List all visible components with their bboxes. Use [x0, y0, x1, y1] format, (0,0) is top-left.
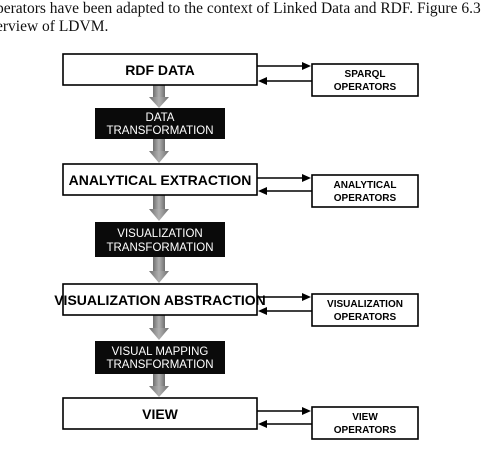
caption-line-2: erview of LDVM. — [0, 18, 109, 35]
connector-arrow — [149, 195, 169, 283]
operator-label-line-2: OPERATORS — [334, 82, 397, 93]
transform-data: DATA TRANSFORMATION — [95, 108, 225, 139]
caption-line-1: perators have been adapted to the contex… — [0, 0, 481, 17]
operator-label-line-2: OPERATORS — [334, 312, 397, 323]
operator-label-line-1: VIEW — [352, 412, 378, 423]
operator-label-line-1: SPARQL — [345, 69, 386, 80]
operator-sparql: SPARQL OPERATORS — [311, 63, 419, 97]
operator-label-line-1: VISUALIZATION — [327, 299, 403, 310]
stage-label: RDF DATA — [125, 62, 194, 78]
stage-rdf-data: RDF DATA — [62, 53, 258, 86]
stage-label: VIEW — [142, 406, 179, 422]
operator-label-line-2: OPERATORS — [334, 425, 397, 436]
operator-label-line-2: OPERATORS — [334, 193, 397, 204]
connectors — [149, 85, 169, 397]
stage-label: ANALYTICAL EXTRACTION — [69, 172, 252, 188]
operator-view: VIEW OPERATORS — [311, 406, 419, 440]
transform-visual-mapping: VISUAL MAPPING TRANSFORMATION — [95, 341, 225, 374]
transform-label-line-1: VISUAL MAPPING — [112, 346, 209, 358]
exchange-arrows — [257, 174, 312, 195]
exchange-arrows — [257, 407, 312, 428]
operator-analytical: ANALYTICAL OPERATORS — [311, 174, 419, 208]
exchange-arrows — [257, 62, 312, 85]
transform-visualization: VISUALIZATION TRANSFORMATION — [95, 222, 225, 257]
exchange-arrows — [257, 293, 312, 315]
operator-visualization: VISUALIZATION OPERATORS — [311, 293, 419, 327]
stage-visualization-abstraction: VISUALIZATION ABSTRACTION — [54, 283, 266, 316]
transform-label-line-2: TRANSFORMATION — [106, 359, 213, 371]
stage-view: VIEW — [62, 397, 258, 430]
connector-arrow — [149, 315, 169, 397]
transform-label-line-2: TRANSFORMATION — [106, 242, 213, 254]
operator-label-line-1: ANALYTICAL — [334, 180, 397, 191]
connector-arrow — [149, 85, 169, 163]
transform-label-line-1: VISUALIZATION — [117, 228, 202, 240]
stage-analytical-extraction: ANALYTICAL EXTRACTION — [62, 163, 258, 196]
stage-label: VISUALIZATION ABSTRACTION — [54, 292, 266, 308]
transform-label-line-2: TRANSFORMATION — [106, 125, 213, 137]
transform-label-line-1: DATA — [146, 112, 175, 124]
